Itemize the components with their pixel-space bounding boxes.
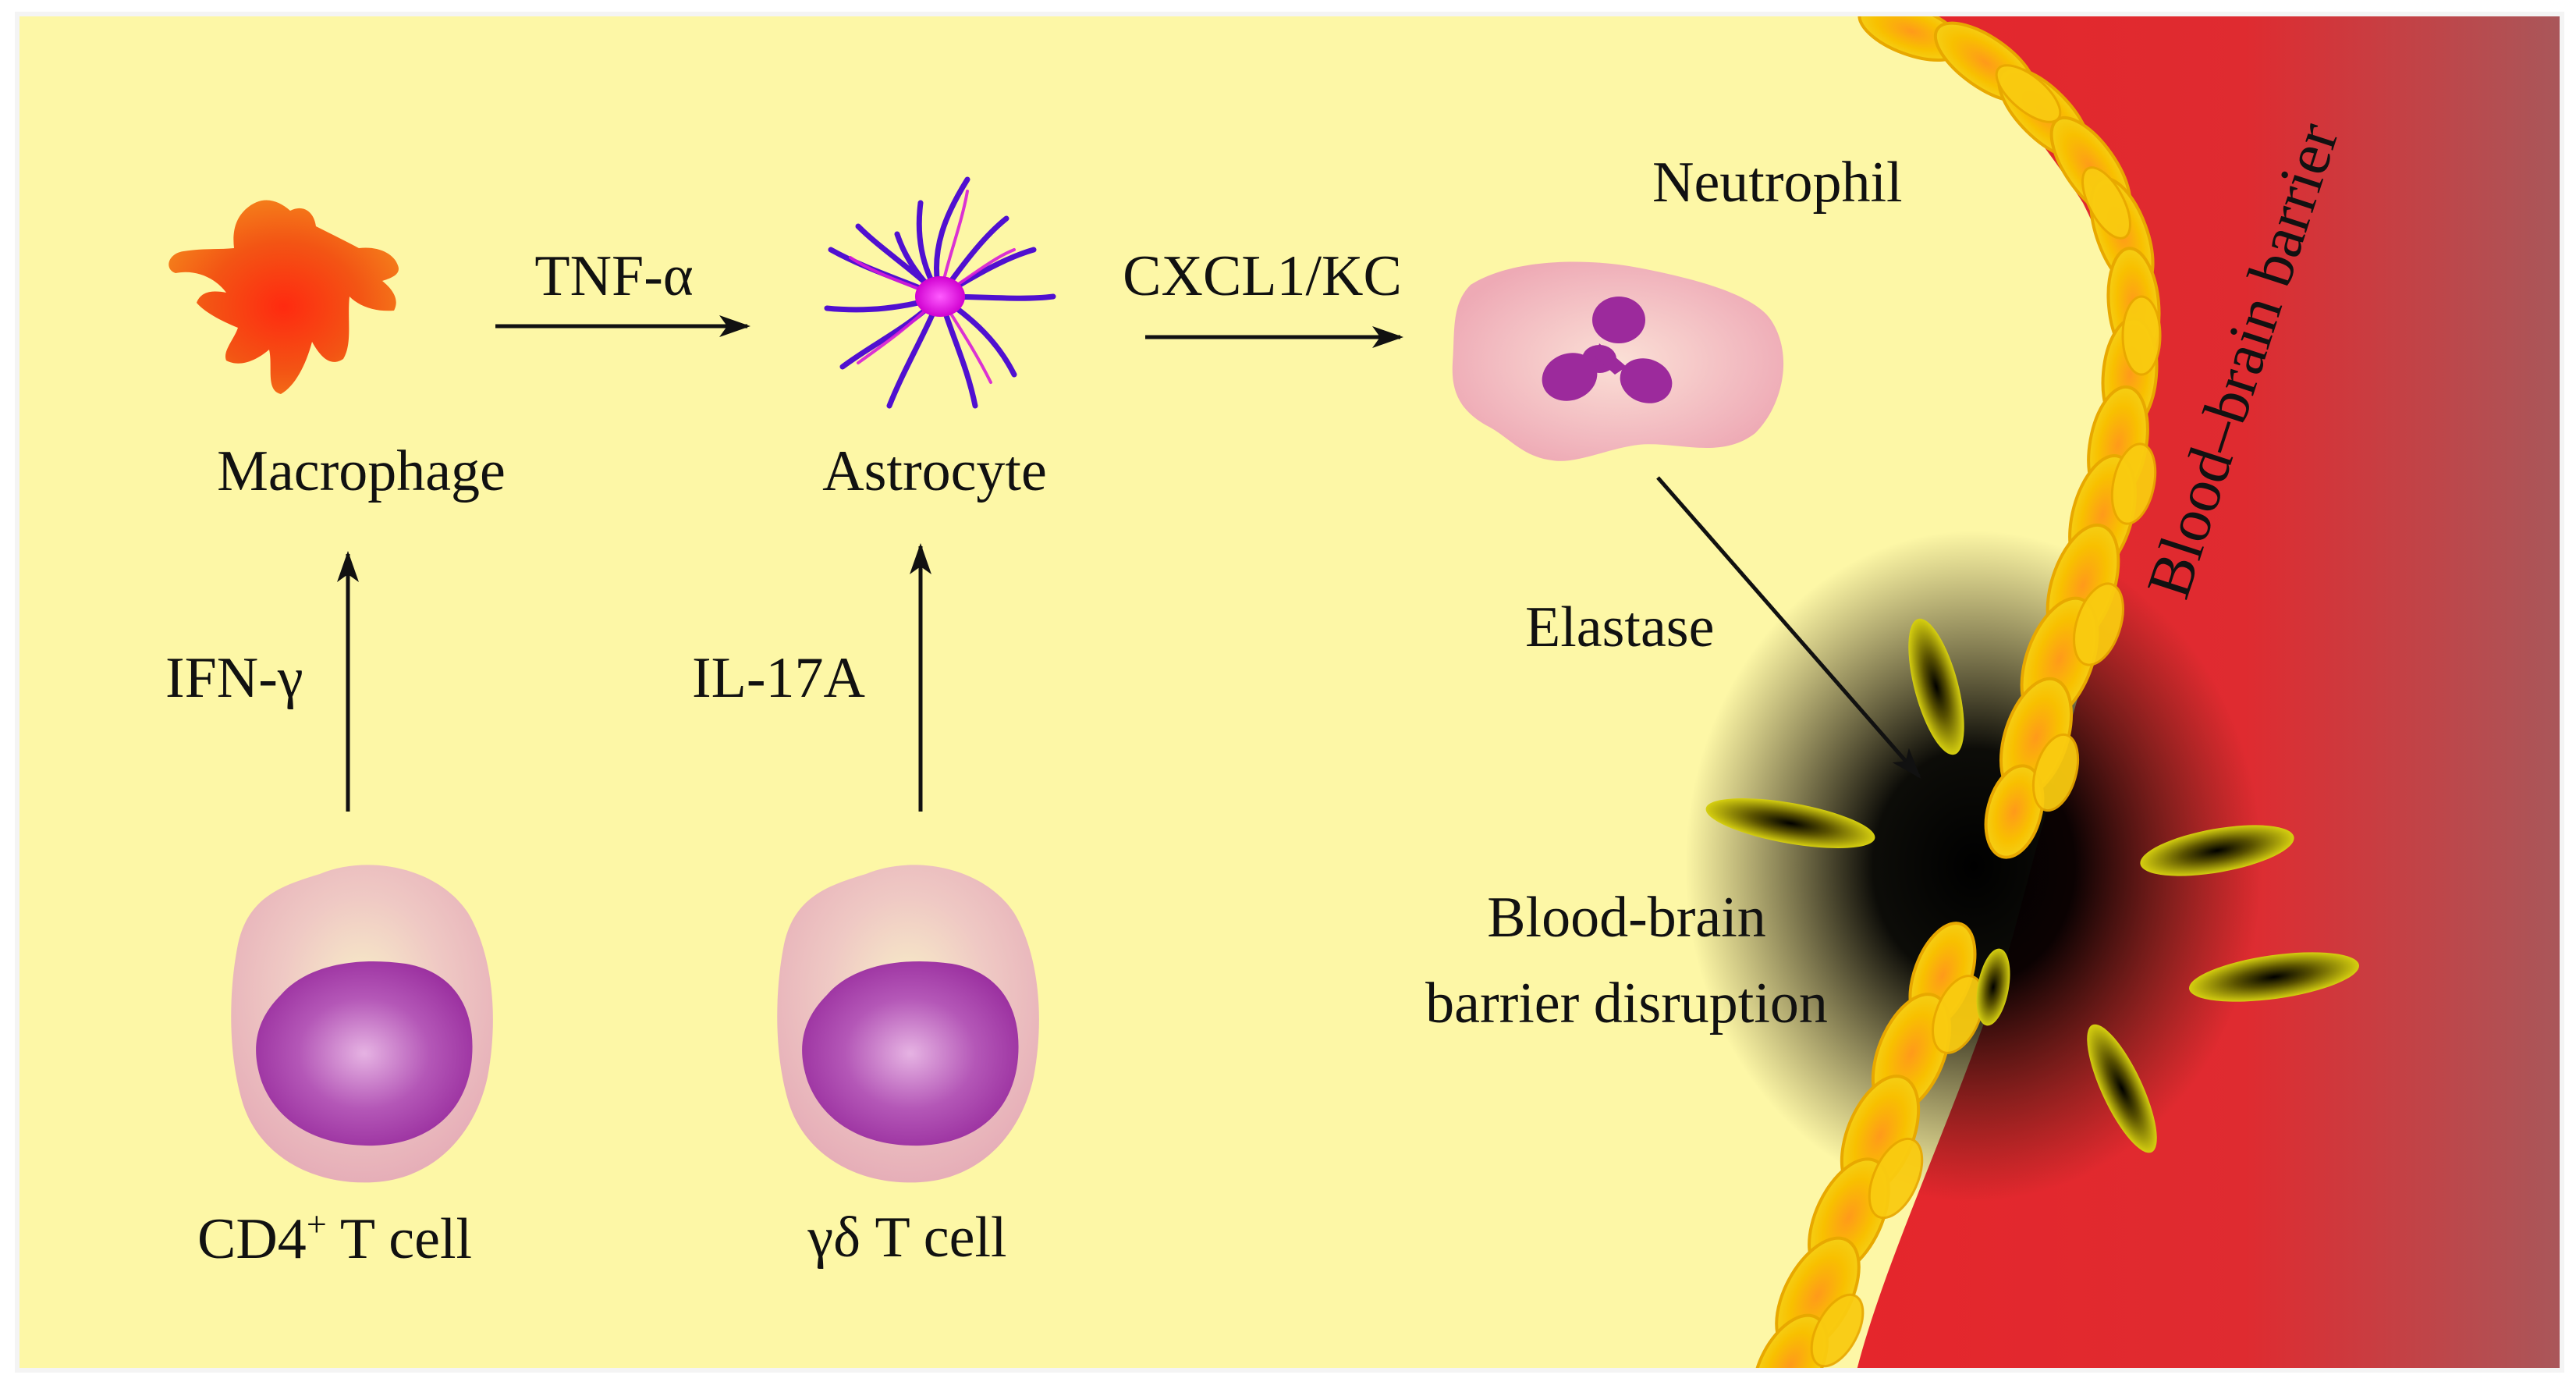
tnf-label: TNF-α [534,244,693,308]
astrocyte-icon [824,176,1056,409]
disruption-label-line1: Blood-brain [1487,886,1766,950]
astrocyte-label: Astrocyte [822,439,1047,503]
gamma-delta-t-cell-label: γδ T cell [807,1206,1006,1270]
elastase-arrow [1656,476,1921,780]
macrophage-icon [169,200,399,394]
cd4-t-cell-icon [231,865,493,1183]
cd4-label-sup: + [307,1204,327,1244]
il17-label: IL-17A [692,646,865,710]
ifn-label: IFN-γ [165,646,303,710]
cd4-label-suffix: T cell [327,1207,472,1271]
disruption-spot [1685,531,2262,1202]
neutrophil-label: Neutrophil [1652,151,1903,215]
barrier-endothelial-cells [1752,14,2162,1370]
macrophage-label: Macrophage [217,439,506,503]
elastase-label: Elastase [1525,595,1714,659]
arrows [337,315,1921,812]
disrupted-cell-fragments [1705,618,2359,1153]
cxcl1-label: CXCL1/KC [1123,244,1402,308]
gamma-delta-t-cell-icon [777,865,1039,1183]
cd4-label-main: CD4 [197,1207,307,1271]
disruption-label-line2: barrier disruption [1425,972,1828,1036]
cd4-t-cell-label: CD4+ T cell [197,1204,472,1271]
diagram-frame [15,12,2564,1373]
neutrophil-icon [1452,261,1784,461]
